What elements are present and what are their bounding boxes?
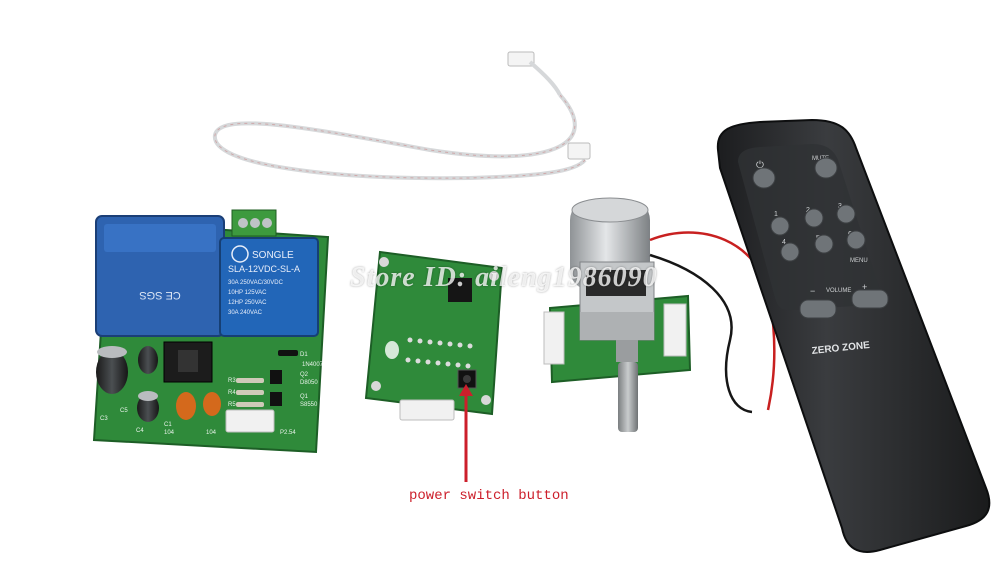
svg-text:1: 1 xyxy=(774,211,778,218)
svg-text:R3: R3 xyxy=(228,378,236,384)
motorized-potentiometer xyxy=(543,197,776,432)
svg-text:Q2: Q2 xyxy=(300,372,309,378)
relay-rating-2: 10HP 125VAC xyxy=(228,290,267,296)
capacitor-large xyxy=(96,350,128,394)
power-supply-board: CE SGS SONGLE SLA-12VDC-SL-A 30A 250VAC/… xyxy=(92,209,330,454)
transistor-q1 xyxy=(270,392,282,406)
heatsink xyxy=(163,341,213,383)
diode-d1 xyxy=(278,350,298,356)
remote-mute-button xyxy=(814,157,838,179)
pot-shaft xyxy=(618,362,638,432)
resistor-r4 xyxy=(236,390,264,395)
black-wire xyxy=(649,253,753,414)
remote-power-icon: ⏻ xyxy=(756,160,764,171)
svg-text:3: 3 xyxy=(838,203,842,210)
remote-button-4 xyxy=(780,242,800,262)
cable-connector-right xyxy=(567,142,591,160)
svg-text:S8550: S8550 xyxy=(300,402,318,408)
ir-remote-control: ⏻ MUTE 1 2 3 4 5 6 MENU VOLUME − + ZERO … xyxy=(716,118,991,553)
svg-text:C5: C5 xyxy=(120,408,128,414)
relay-rating-3: 12HP 250VAC xyxy=(228,300,267,306)
annotation-arrowhead-icon xyxy=(459,384,473,396)
remote-volume-down-button xyxy=(799,299,837,319)
remote-button-3 xyxy=(836,204,856,224)
songle-logo-icon xyxy=(231,245,249,263)
svg-text:R4: R4 xyxy=(228,390,236,396)
svg-text:D1: D1 xyxy=(300,352,308,358)
svg-text:1N4007: 1N4007 xyxy=(302,362,324,368)
svg-text:104: 104 xyxy=(164,430,175,436)
svg-text:Q1: Q1 xyxy=(300,394,309,400)
relay-rating-4: 30A 240VAC xyxy=(228,310,263,316)
relay: SONGLE SLA-12VDC-SL-A 30A 250VAC/30VDC 1… xyxy=(219,237,319,337)
svg-text:C3: C3 xyxy=(100,416,108,422)
remote-volume-label: VOLUME xyxy=(826,288,851,294)
svg-text:−: − xyxy=(810,286,815,296)
transistor-q2 xyxy=(270,370,282,384)
capacitor-bottom xyxy=(137,394,159,422)
svg-text:+: + xyxy=(862,282,867,292)
resistor-r3 xyxy=(236,378,264,383)
control-board-connector xyxy=(399,399,455,421)
svg-text:104: 104 xyxy=(206,430,217,436)
remote-button-5 xyxy=(814,234,834,254)
transformer: CE SGS xyxy=(95,215,225,337)
svg-text:4: 4 xyxy=(782,239,786,246)
svg-text:R5: R5 xyxy=(228,402,236,408)
remote-power-button xyxy=(752,167,776,189)
remote-menu-label: MENU xyxy=(850,258,868,264)
svg-text:C1: C1 xyxy=(164,422,172,428)
capacitor-small xyxy=(138,346,158,374)
control-board xyxy=(364,250,504,421)
ceramic-capacitor-1 xyxy=(176,392,196,420)
store-watermark: Store ID: aileng1986090 xyxy=(350,262,658,293)
svg-text:C4: C4 xyxy=(136,428,144,434)
ribbon-cable xyxy=(212,51,591,181)
pot-connector-left xyxy=(543,311,565,365)
relay-rating-1: 30A 250VAC/30VDC xyxy=(228,280,284,286)
cable-connector-top xyxy=(507,51,535,67)
remote-button-6 xyxy=(846,230,866,250)
relay-brand: SONGLE xyxy=(252,250,294,261)
svg-text:2: 2 xyxy=(806,207,810,214)
pot-connector-right xyxy=(663,303,687,357)
resistor-r5 xyxy=(236,402,264,407)
ceramic-capacitor-2 xyxy=(203,392,221,416)
relay-model: SLA-12VDC-SL-A xyxy=(228,264,300,274)
annotation-pointer xyxy=(459,384,473,482)
remote-button-2 xyxy=(804,208,824,228)
power-board-silkscreen: C5 C3 C4 C1 104 104 R3 R4 R5 Q2 Q1 D1 D8… xyxy=(100,352,324,436)
power-switch-caption: power switch button xyxy=(409,488,569,504)
svg-text:P2.54: P2.54 xyxy=(280,430,296,436)
ir-receiver xyxy=(448,278,472,302)
led xyxy=(385,341,399,359)
transformer-label: CE SGS xyxy=(139,289,181,301)
output-connector xyxy=(225,409,275,433)
remote-volume-up-button xyxy=(851,289,889,309)
remote-button-1 xyxy=(770,216,790,236)
svg-text:D8050: D8050 xyxy=(300,380,318,386)
